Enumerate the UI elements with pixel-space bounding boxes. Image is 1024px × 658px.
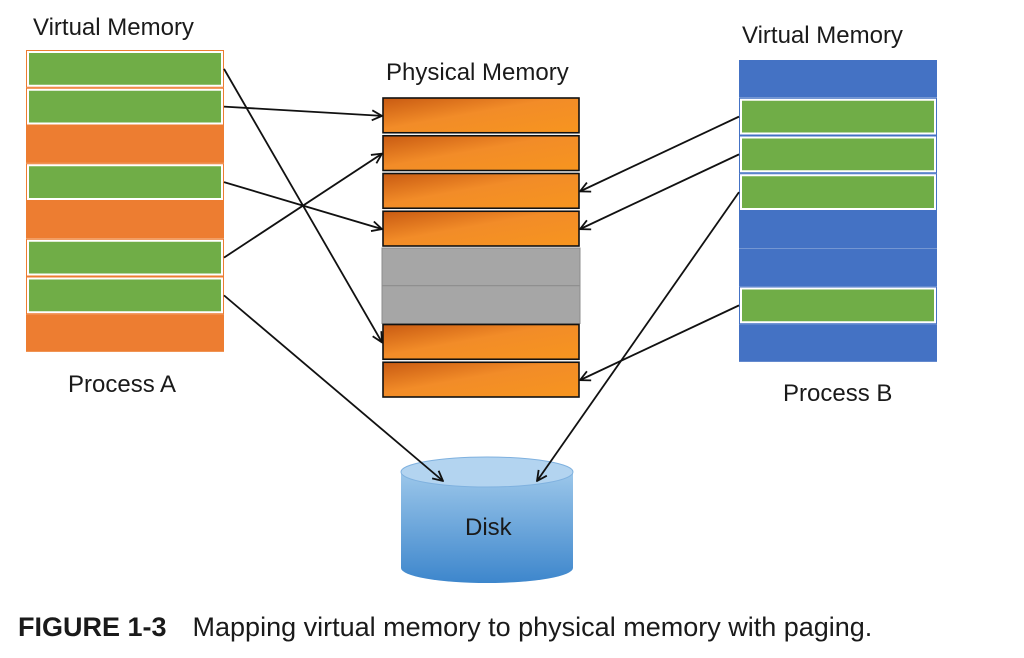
physical-frame-free-5 bbox=[381, 285, 581, 324]
physical-frame-used-2 bbox=[382, 172, 580, 210]
process-b-label: Process B bbox=[783, 380, 893, 407]
disk-label: Disk bbox=[465, 514, 512, 541]
mapping-arrow-1 bbox=[223, 105, 382, 116]
physical-memory-heading: Physical Memory bbox=[386, 59, 569, 86]
process-a-page-4 bbox=[26, 201, 224, 239]
mapping-arrow-8 bbox=[580, 304, 740, 380]
process-a-label: Process A bbox=[68, 371, 177, 398]
mapping-arrow-5 bbox=[580, 115, 740, 192]
process-a-mapped-page-5 bbox=[27, 239, 223, 276]
mapping-arrow-3 bbox=[223, 154, 382, 259]
paging-diagram bbox=[26, 50, 937, 583]
process-b-mapped-page-3 bbox=[740, 174, 936, 210]
process-b-page-7 bbox=[739, 324, 937, 362]
process-a-mapped-page-3 bbox=[27, 164, 223, 200]
figure-number: FIGURE 1-3 bbox=[18, 612, 167, 642]
disk-top bbox=[400, 456, 574, 488]
process-b-page-4 bbox=[739, 211, 937, 249]
mapping-arrow-6 bbox=[580, 153, 740, 229]
process-a-mapped-page-6 bbox=[27, 277, 223, 314]
process-b-mapped-page-6 bbox=[740, 287, 936, 324]
physical-frame-used-7 bbox=[382, 361, 580, 398]
mapping-arrow-4 bbox=[223, 294, 443, 481]
process-a-mapped-page-0 bbox=[27, 51, 223, 87]
figure-caption-text: Mapping virtual memory to physical memor… bbox=[192, 612, 873, 642]
physical-frame-used-1 bbox=[382, 134, 580, 172]
process-b-mapped-page-2 bbox=[740, 136, 936, 173]
process-b-heading: Virtual Memory bbox=[742, 22, 903, 49]
process-b-page-5 bbox=[739, 248, 937, 287]
physical-frame-used-3 bbox=[382, 210, 580, 247]
disk-body bbox=[401, 472, 573, 583]
process-b-page-0 bbox=[739, 60, 937, 98]
mapping-arrow-7 bbox=[537, 191, 740, 481]
process-b-mapped-page-1 bbox=[740, 98, 936, 135]
process-a-mapped-page-1 bbox=[27, 88, 223, 125]
figure-caption: FIGURE 1-3 Mapping virtual memory to phys… bbox=[18, 612, 872, 643]
process-a-page-2 bbox=[26, 125, 224, 164]
process-a-page-7 bbox=[26, 314, 224, 352]
physical-frame-used-6 bbox=[382, 323, 580, 361]
process-a-heading: Virtual Memory bbox=[33, 14, 194, 41]
physical-frame-free-4 bbox=[381, 247, 581, 287]
physical-frame-used-0 bbox=[382, 97, 580, 134]
